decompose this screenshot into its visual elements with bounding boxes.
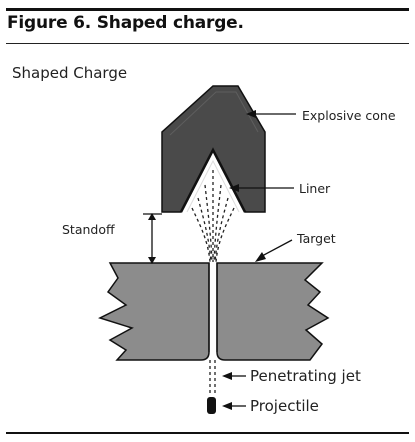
diagram-title: Shaped Charge xyxy=(12,64,127,82)
figure-top-rule xyxy=(6,8,409,11)
label-explosive-cone: Explosive cone xyxy=(302,108,396,123)
penetrating-jet-arrowhead xyxy=(222,372,232,380)
explosive-texture xyxy=(169,91,259,136)
label-standoff: Standoff xyxy=(62,222,115,237)
liner-inner-edge xyxy=(186,159,240,213)
label-liner: Liner xyxy=(299,181,331,196)
projectile-arrowhead xyxy=(222,402,232,410)
target-leader xyxy=(261,239,293,257)
standoff-arrow xyxy=(143,213,162,264)
label-projectile: Projectile xyxy=(250,397,319,415)
jet-formation-streams xyxy=(191,170,235,263)
liner-arrowhead xyxy=(229,184,239,192)
target-arrowhead xyxy=(255,252,266,262)
figure-title-rule xyxy=(6,43,409,44)
label-penetrating-jet: Penetrating jet xyxy=(250,367,361,385)
explosive-cone-arrowhead xyxy=(246,110,256,118)
target-block-right xyxy=(216,262,330,361)
figure-title: Figure 6. Shaped charge. xyxy=(7,13,244,33)
figure-bottom-rule xyxy=(6,432,409,434)
projectile xyxy=(207,397,216,414)
label-target: Target xyxy=(296,231,336,246)
liner xyxy=(179,147,247,213)
target-block xyxy=(98,262,210,361)
